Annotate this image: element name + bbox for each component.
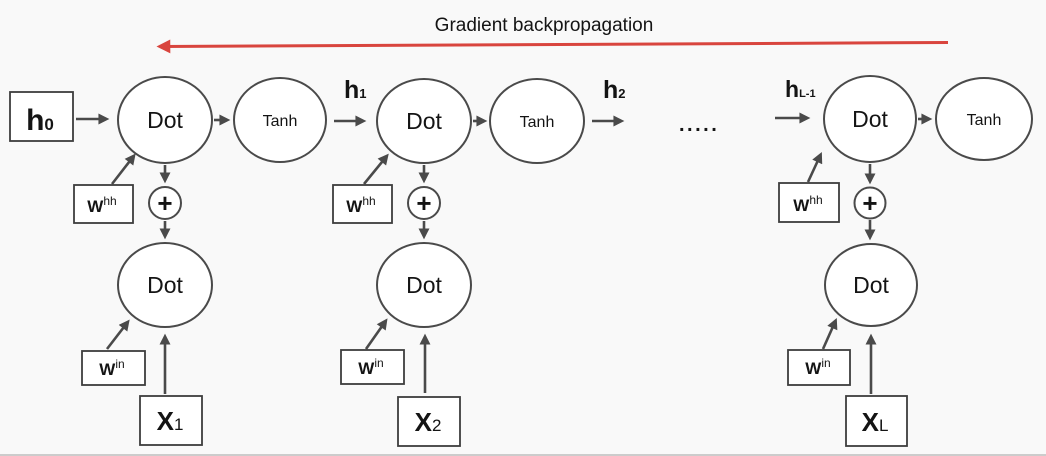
win-weight-label: Win [805,356,830,378]
dot-node-bottom [376,242,472,328]
input-box [845,395,908,447]
win-base: W [805,359,822,378]
win-sup: in [115,357,124,371]
arrow-win3-to-dotbottom3 [821,318,838,350]
whh-sup: hh [809,193,822,207]
dot-node-bottom-label: Dot [853,272,889,298]
whh-weight-label: Whh [793,193,822,215]
dot-node-bottom [117,242,213,328]
input-sub: 1 [174,415,183,434]
plus-node-label: + [157,188,172,218]
plus-node [148,186,182,220]
arrow-win1-to-dotbottom1 [105,319,130,350]
win-sup: in [374,356,383,370]
hL-1-sub: L-1 [799,88,816,100]
h2-base: h [603,76,618,104]
input-base: X [157,406,175,436]
win-weight-box [340,349,405,385]
whh-sup: hh [362,194,375,208]
dot-node-bottom-label: Dot [147,272,183,298]
tanh-node [233,77,327,163]
plus-node-label: + [862,188,877,218]
input-sub: 2 [432,416,441,435]
dot-node-top [823,75,917,163]
dot-node-bottom [824,243,918,327]
tanh-node-label: Tanh [967,112,1002,129]
arrow-whh3-to-dot3 [806,152,823,183]
whh-base: W [793,196,810,215]
dot-node-top-label: Dot [406,108,442,134]
win-base: W [358,359,375,378]
arrow-whh2-to-dot2 [362,153,389,185]
dot-node-top [376,78,472,164]
h1-sub: 1 [359,86,366,101]
arrow-win2-to-dotbottom2 [364,318,388,350]
plus-node-label: + [416,188,431,218]
h0-label: h0 [26,104,54,137]
dot-node-top-label: Dot [852,106,888,132]
arrow-whh1-to-dot1 [110,153,136,185]
tanh-node-label: Tanh [263,113,298,130]
input-sub: L [879,416,888,435]
dot-node-bottom-label: Dot [406,272,442,298]
win-weight-box [81,350,146,386]
hL-1-label: hL-1 [785,76,816,102]
win-base: W [99,360,116,379]
input-box-label: X1 [157,406,184,436]
win-sup: in [821,356,830,370]
h0-box [9,91,74,142]
whh-weight-label: Whh [346,194,375,216]
ellipsis: ..... [679,114,719,136]
whh-base: W [346,197,363,216]
whh-weight-box [73,184,134,224]
whh-weight-label: Whh [87,194,116,216]
whh-sup: hh [103,194,116,208]
input-box [139,395,203,446]
dot-node-top [117,76,213,164]
h0-base: h [26,104,44,137]
input-base: X [862,407,880,437]
input-box-label: XL [862,407,889,437]
h1-label: h1 [344,76,367,104]
win-weight-label: Win [358,356,383,378]
dot-node-top-label: Dot [147,107,183,133]
tanh-node [489,78,585,164]
h2-sub: 2 [618,86,625,101]
h1-base: h [344,76,359,104]
tanh-node-label: Tanh [520,114,555,131]
tanh-node [935,77,1033,161]
h2-label: h2 [603,76,626,104]
whh-weight-box [778,182,840,223]
win-weight-box [787,349,851,386]
h0-sub: 0 [44,115,53,134]
whh-base: W [87,197,104,216]
plus-node [407,186,441,220]
win-weight-label: Win [99,357,124,379]
whh-weight-box [332,184,393,224]
hL-1-base: h [785,76,799,102]
plus-node [853,186,887,220]
diagram-title: Gradient backpropagation [435,15,654,36]
input-box-label: X2 [415,407,442,437]
input-base: X [415,407,433,437]
input-box [397,396,461,447]
gradient-backprop-arrow [156,39,949,54]
